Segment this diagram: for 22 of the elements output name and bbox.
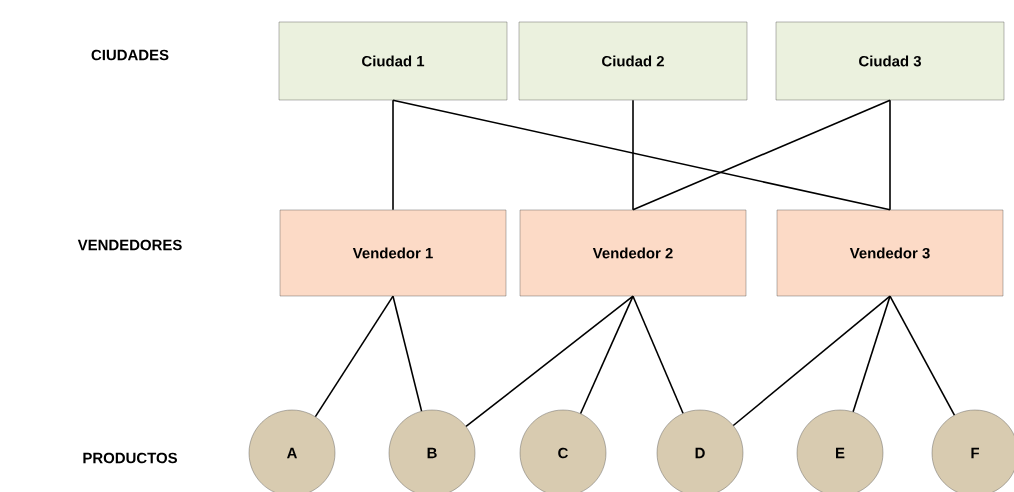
- seller-box: Vendedor 3: [776, 209, 1004, 297]
- connector-line: [579, 295, 634, 415]
- connector-line: [314, 295, 394, 418]
- connector-line: [392, 295, 423, 412]
- connector-line: [852, 295, 891, 413]
- city-box: Ciudad 3: [775, 21, 1005, 101]
- connector-line: [889, 99, 891, 211]
- city-box: Ciudad 2: [518, 21, 748, 101]
- row-label: CIUDADES: [91, 49, 169, 61]
- connector-line: [465, 295, 634, 428]
- connector-line: [632, 295, 684, 415]
- seller-box: Vendedor 2: [519, 209, 747, 297]
- city-box: Ciudad 1: [278, 21, 508, 101]
- connector-line: [632, 99, 891, 211]
- seller-box: Vendedor 1: [279, 209, 507, 297]
- row-label: VENDEDORES: [77, 239, 182, 251]
- connector-line: [392, 99, 891, 211]
- connector-line: [632, 99, 634, 211]
- row-label: PRODUCTOS: [83, 452, 177, 464]
- connector-line: [732, 295, 891, 427]
- connector-line: [392, 99, 394, 211]
- connector-line: [889, 295, 956, 416]
